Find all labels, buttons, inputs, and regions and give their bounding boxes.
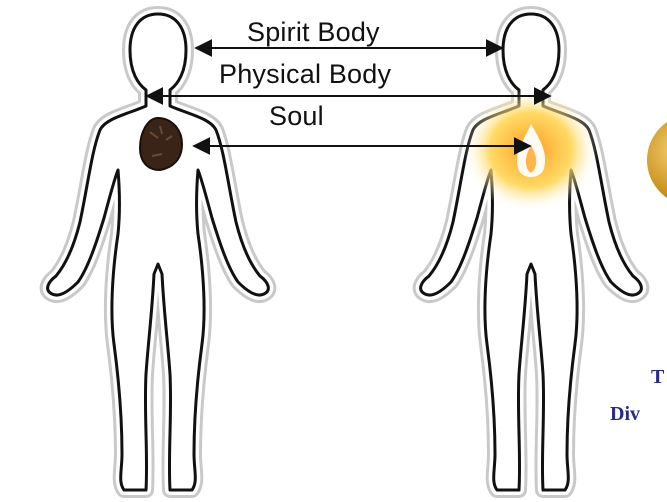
- golden-orb-icon: [647, 114, 667, 206]
- label-physical-body: Physical Body: [219, 59, 391, 89]
- caption-line-1: T: [651, 366, 664, 389]
- right-human-figure: [421, 14, 642, 490]
- caption-line-2: Div: [610, 403, 640, 426]
- dark-soul-icon: [140, 118, 182, 170]
- label-spirit-body: Spirit Body: [247, 17, 380, 47]
- label-soul: Soul: [269, 101, 324, 131]
